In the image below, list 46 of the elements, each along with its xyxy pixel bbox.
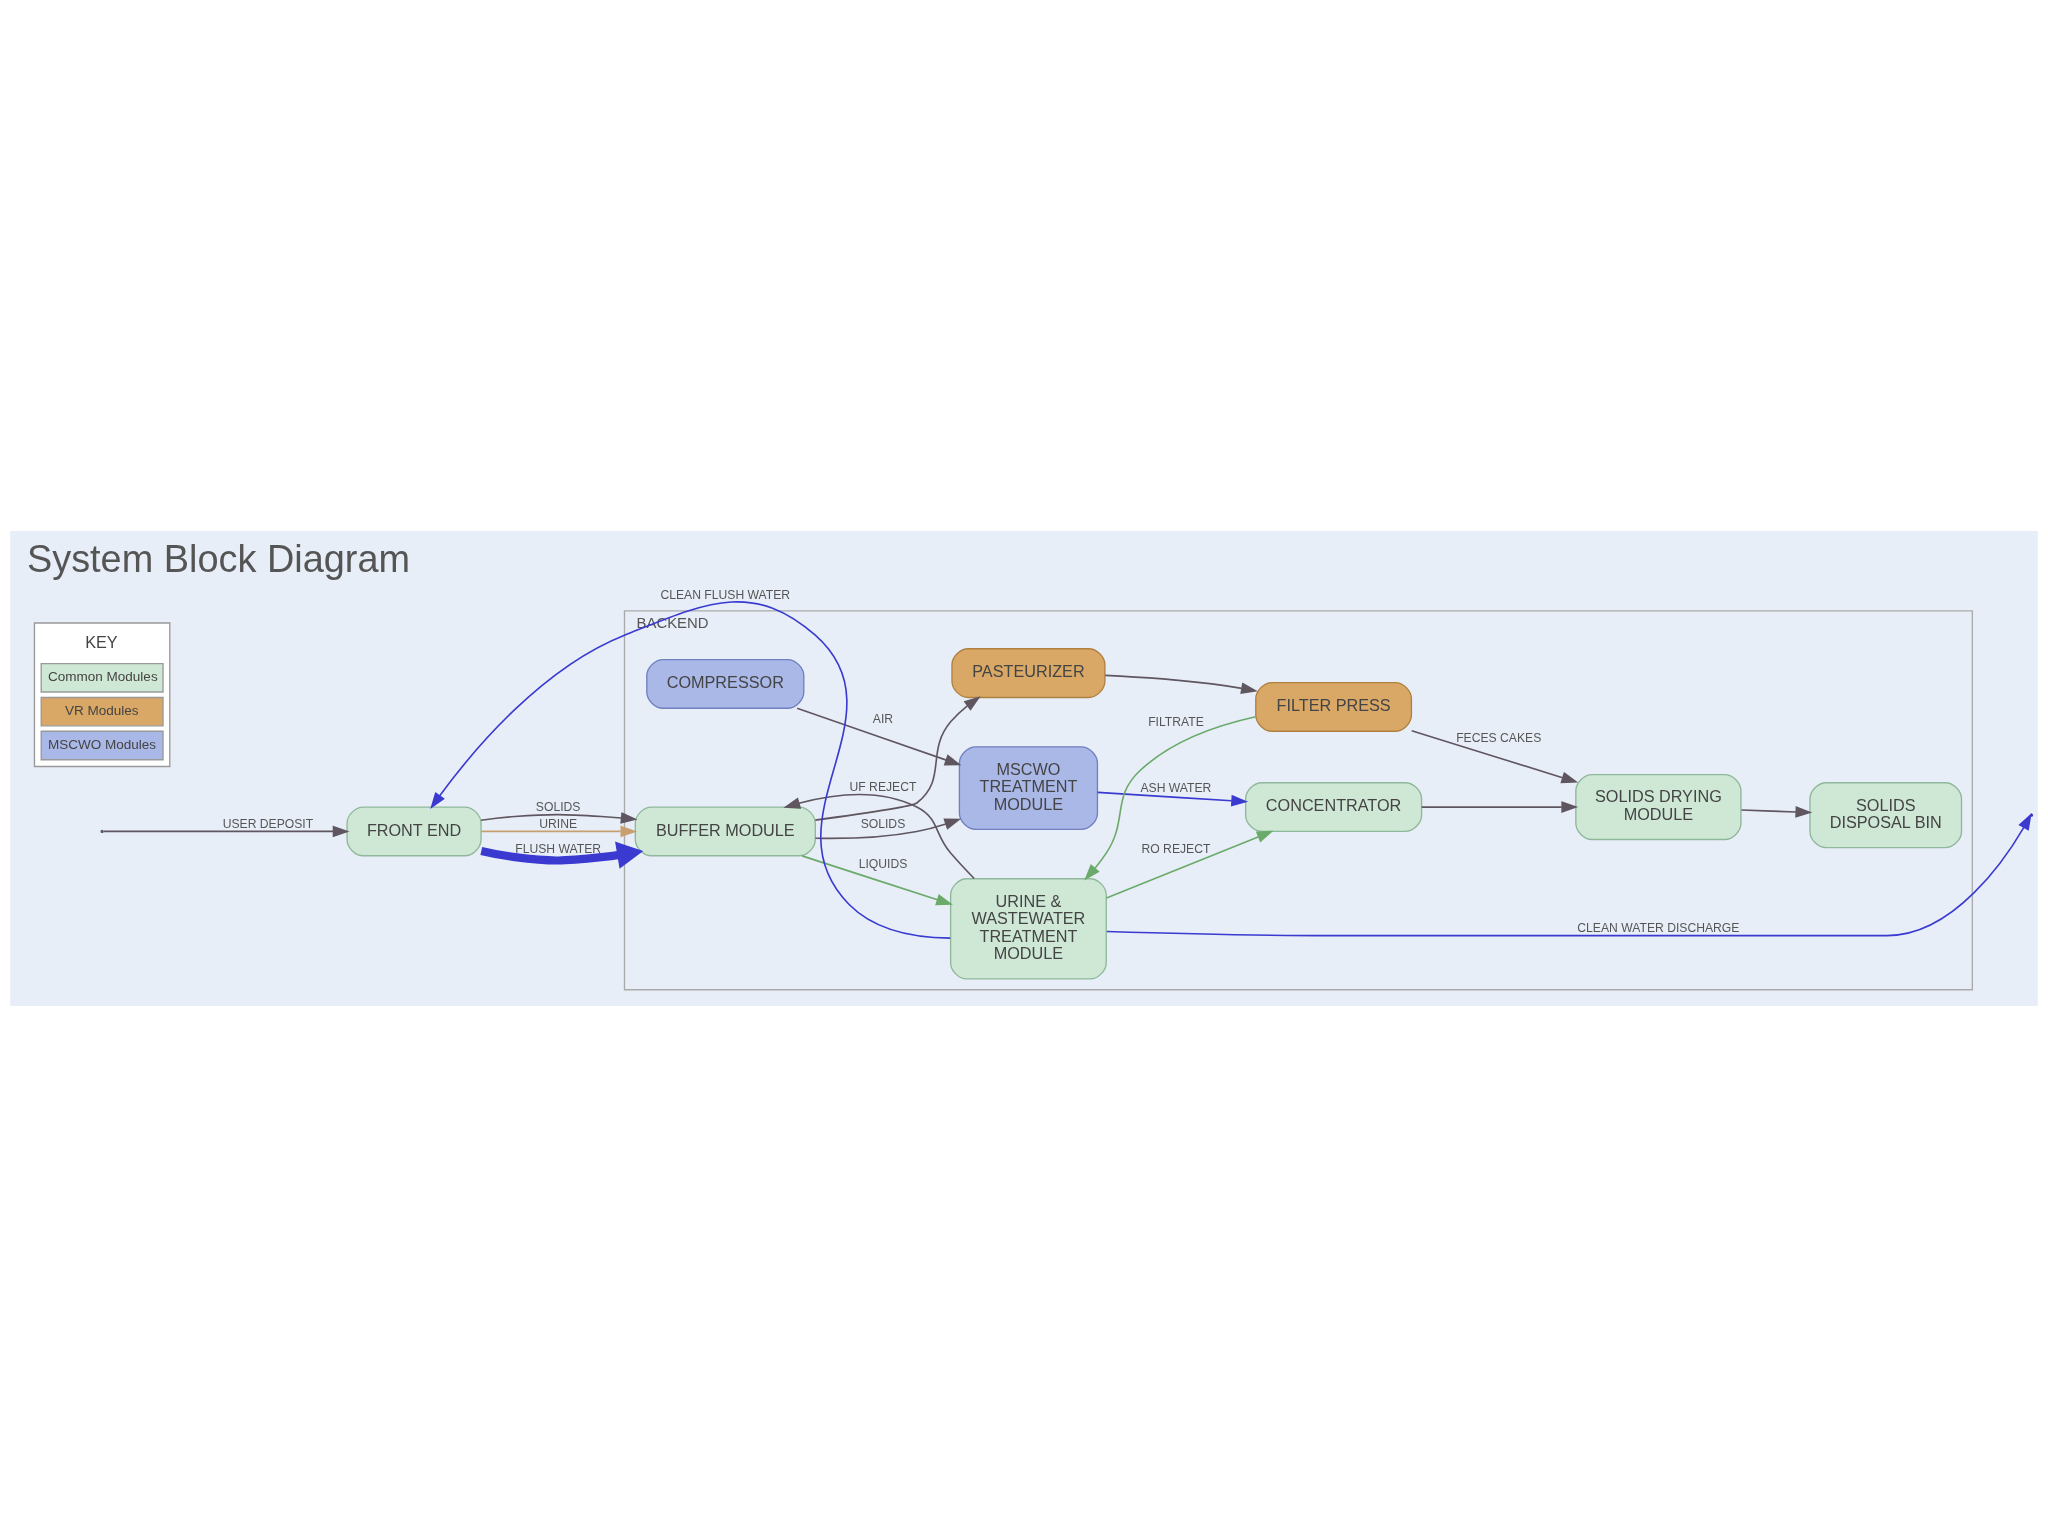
node-box: PASTEURIZER	[951, 647, 1106, 698]
legend-label: MSCWO Modules	[47, 736, 157, 752]
label: KEY	[85, 632, 118, 651]
node-box: SOLIDS DISPOSAL BIN	[1809, 781, 1963, 848]
arrow	[796, 707, 962, 765]
arrow	[430, 600, 952, 939]
arrow	[102, 825, 350, 837]
edge-label: FLUSH WATER	[515, 841, 602, 856]
arrow	[801, 854, 953, 905]
node-box: MSCWO TREATMENT MODULE	[958, 745, 1099, 830]
edge-label: SOLIDS	[860, 816, 906, 831]
edge-label: USER DEPOSIT	[222, 816, 314, 831]
arrow	[1096, 791, 1249, 807]
arrow	[1420, 800, 1579, 813]
arrow	[480, 811, 638, 824]
diagram-title: System Block Diagram	[26, 537, 411, 580]
edge-label: FILTRATE	[1148, 714, 1204, 729]
edge-label: CLEAN FLUSH WATER	[660, 587, 791, 602]
arrow	[1084, 715, 1257, 881]
node-box: BUFFER MODULE	[634, 805, 816, 856]
node-box: FILTER PRESS	[1255, 681, 1413, 732]
node-box: COMPRESSOR	[646, 658, 805, 709]
arrow	[1410, 729, 1579, 783]
arrow	[814, 695, 981, 821]
arrow	[783, 793, 975, 879]
arrow	[1104, 674, 1258, 694]
edge-label: ASH WATER	[1140, 780, 1212, 795]
edge-label: CLEAN WATER DISCHARGE	[1577, 920, 1740, 935]
legend-label: VR Modules	[64, 702, 139, 718]
edge-label: LIQUIDS	[858, 856, 908, 871]
arrow	[480, 825, 638, 837]
node-box: FRONT END	[346, 805, 482, 856]
edge-label: URINE	[539, 816, 578, 831]
arrow	[1105, 830, 1274, 899]
edge-label: FECES CAKES	[1456, 730, 1542, 745]
node-box: CONCENTRATOR	[1244, 781, 1423, 832]
edge-label: AIR	[872, 711, 894, 726]
edge-label: SOLIDS	[535, 799, 581, 814]
edge-label: UF REJECT	[849, 779, 917, 794]
node-box: URINE & WASTEWATER TREATMENT MODULE	[949, 877, 1107, 980]
legend-label: Common Modules	[47, 668, 158, 684]
arrow	[1740, 805, 1813, 818]
node-box: SOLIDS DRYING MODULE	[1575, 773, 1742, 840]
arrow	[480, 841, 644, 869]
edge-label: RO REJECT	[1141, 841, 1211, 856]
arrow	[814, 818, 962, 839]
